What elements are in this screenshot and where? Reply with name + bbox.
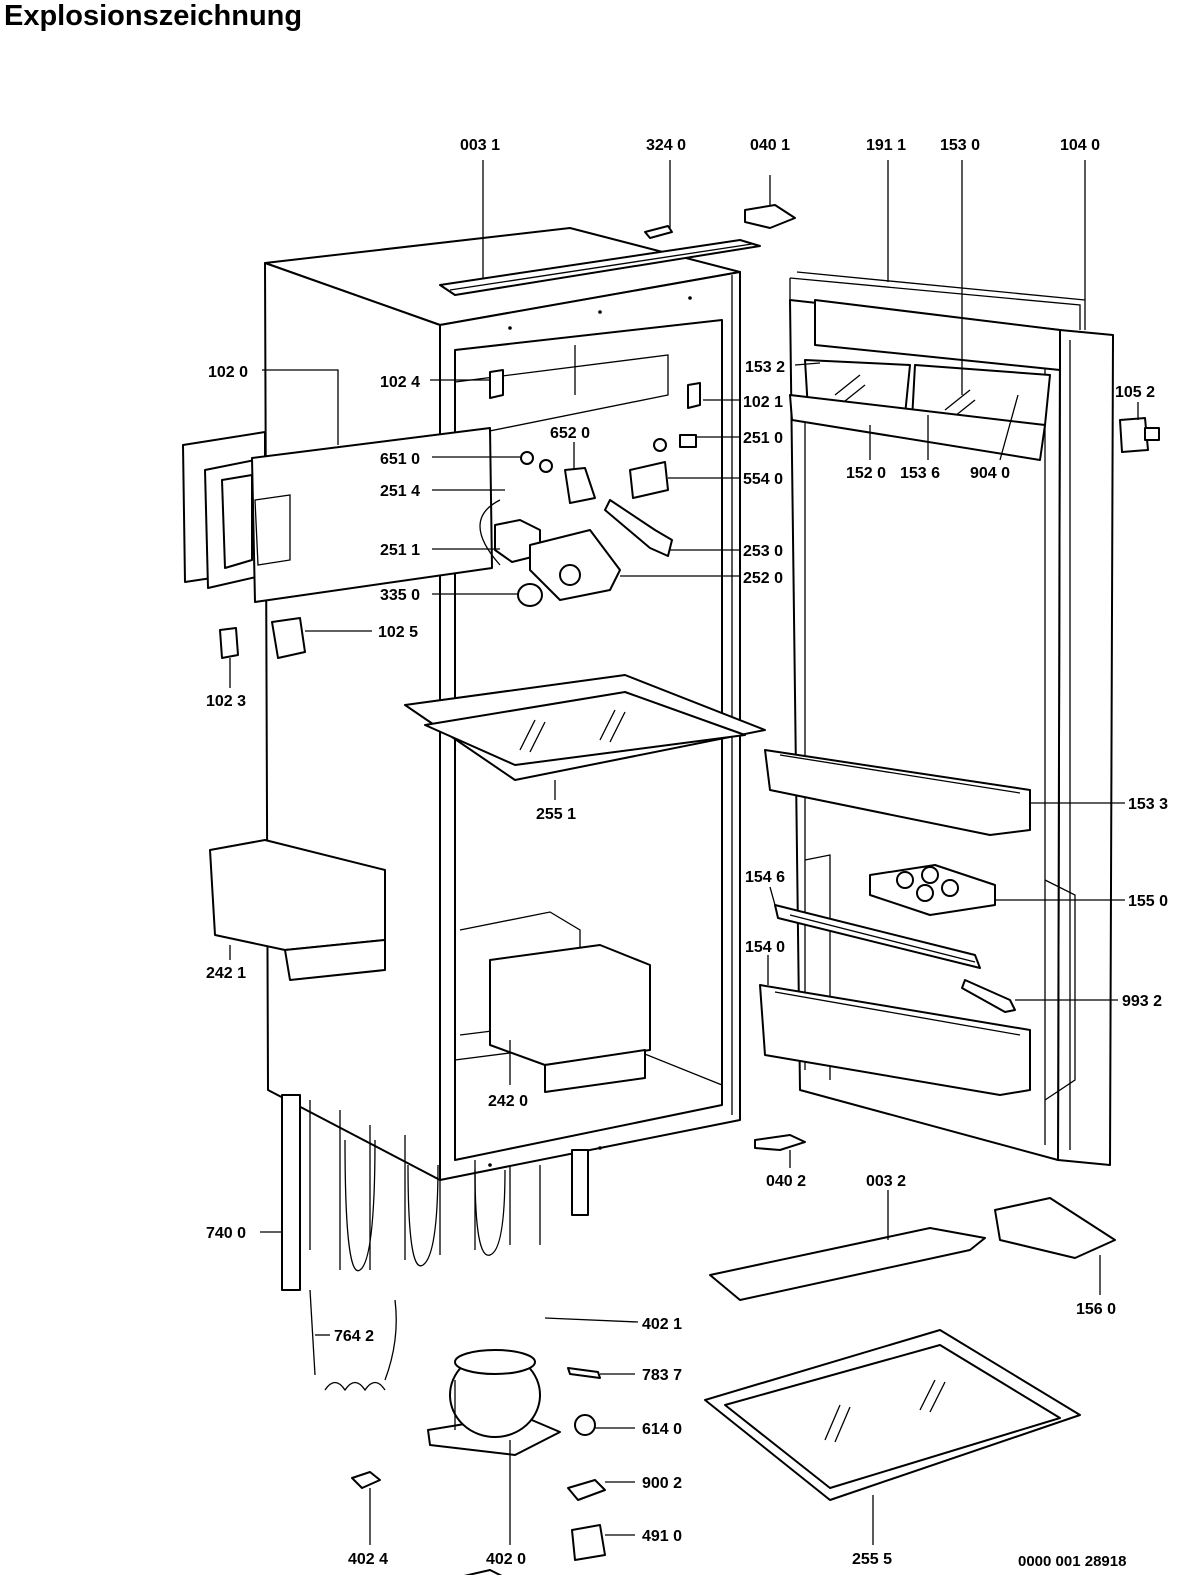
condenser xyxy=(281,1094,589,1291)
label-251-4: 251 4 xyxy=(380,483,420,500)
label-105-2: 105 2 xyxy=(1115,384,1155,401)
label-003-2: 003 2 xyxy=(866,1173,906,1190)
door xyxy=(789,271,1114,1166)
label-153-2: 153 2 xyxy=(745,359,785,376)
label-102-0: 102 0 xyxy=(208,364,248,381)
label-251-0: 251 0 xyxy=(743,430,783,447)
label-102-5: 102 5 xyxy=(378,624,418,641)
label-154-0: 154 0 xyxy=(745,939,785,956)
label-155-0: 155 0 xyxy=(1128,893,1168,910)
freezer-door xyxy=(182,427,493,603)
label-102-4: 102 4 xyxy=(380,374,420,391)
label-252-0: 252 0 xyxy=(743,570,783,587)
label-153-6: 153 6 xyxy=(900,465,940,482)
parts-upper xyxy=(219,175,1160,659)
label-154-6: 154 6 xyxy=(745,869,785,886)
label-255-1: 255 1 xyxy=(536,806,576,823)
label-152-0: 152 0 xyxy=(846,465,886,482)
label-102-3: 102 3 xyxy=(206,693,246,710)
label-003-1: 003 1 xyxy=(460,137,500,154)
label-993-2: 993 2 xyxy=(1122,993,1162,1010)
label-335-0: 335 0 xyxy=(380,587,420,604)
page-title: Explosionszeichnung xyxy=(4,0,303,32)
label-491-0: 491 0 xyxy=(642,1528,682,1545)
part-labels: 003 1 324 0 040 1 191 1 153 0 104 0 102 … xyxy=(206,137,1168,1570)
label-191-1: 191 1 xyxy=(866,137,906,154)
label-904-0: 904 0 xyxy=(970,465,1010,482)
condenser-grid xyxy=(309,1100,541,1272)
lower-parts xyxy=(309,1134,1116,1575)
label-402-0: 402 0 xyxy=(486,1551,526,1568)
label-764-2: 764 2 xyxy=(334,1328,374,1345)
label-652-0: 652 0 xyxy=(550,425,590,442)
label-740-0: 740 0 xyxy=(206,1225,246,1242)
door-bins xyxy=(759,299,1061,1096)
label-242-0: 242 0 xyxy=(488,1093,528,1110)
leader-lines xyxy=(229,160,1139,1545)
label-102-1: 102 1 xyxy=(743,394,783,411)
label-040-2: 040 2 xyxy=(766,1173,806,1190)
label-783-7: 783 7 xyxy=(642,1367,682,1384)
label-900-2: 900 2 xyxy=(642,1475,682,1492)
label-324-0: 324 0 xyxy=(646,137,686,154)
label-255-5: 255 5 xyxy=(852,1551,892,1568)
label-242-1: 242 1 xyxy=(206,965,246,982)
reference-number: 0000 001 28918 xyxy=(1018,1553,1126,1570)
label-402-4: 402 4 xyxy=(348,1551,388,1568)
interior-parts xyxy=(209,674,766,1093)
label-554-0: 554 0 xyxy=(743,471,783,488)
label-153-3: 153 3 xyxy=(1128,796,1168,813)
label-251-1: 251 1 xyxy=(380,542,420,559)
label-153-0: 153 0 xyxy=(940,137,980,154)
label-614-0: 614 0 xyxy=(642,1421,682,1438)
label-253-0: 253 0 xyxy=(743,543,783,560)
label-651-0: 651 0 xyxy=(380,451,420,468)
label-156-0: 156 0 xyxy=(1076,1301,1116,1318)
label-402-1: 402 1 xyxy=(642,1316,682,1333)
label-104-0: 104 0 xyxy=(1060,137,1100,154)
label-040-1: 040 1 xyxy=(750,137,790,154)
